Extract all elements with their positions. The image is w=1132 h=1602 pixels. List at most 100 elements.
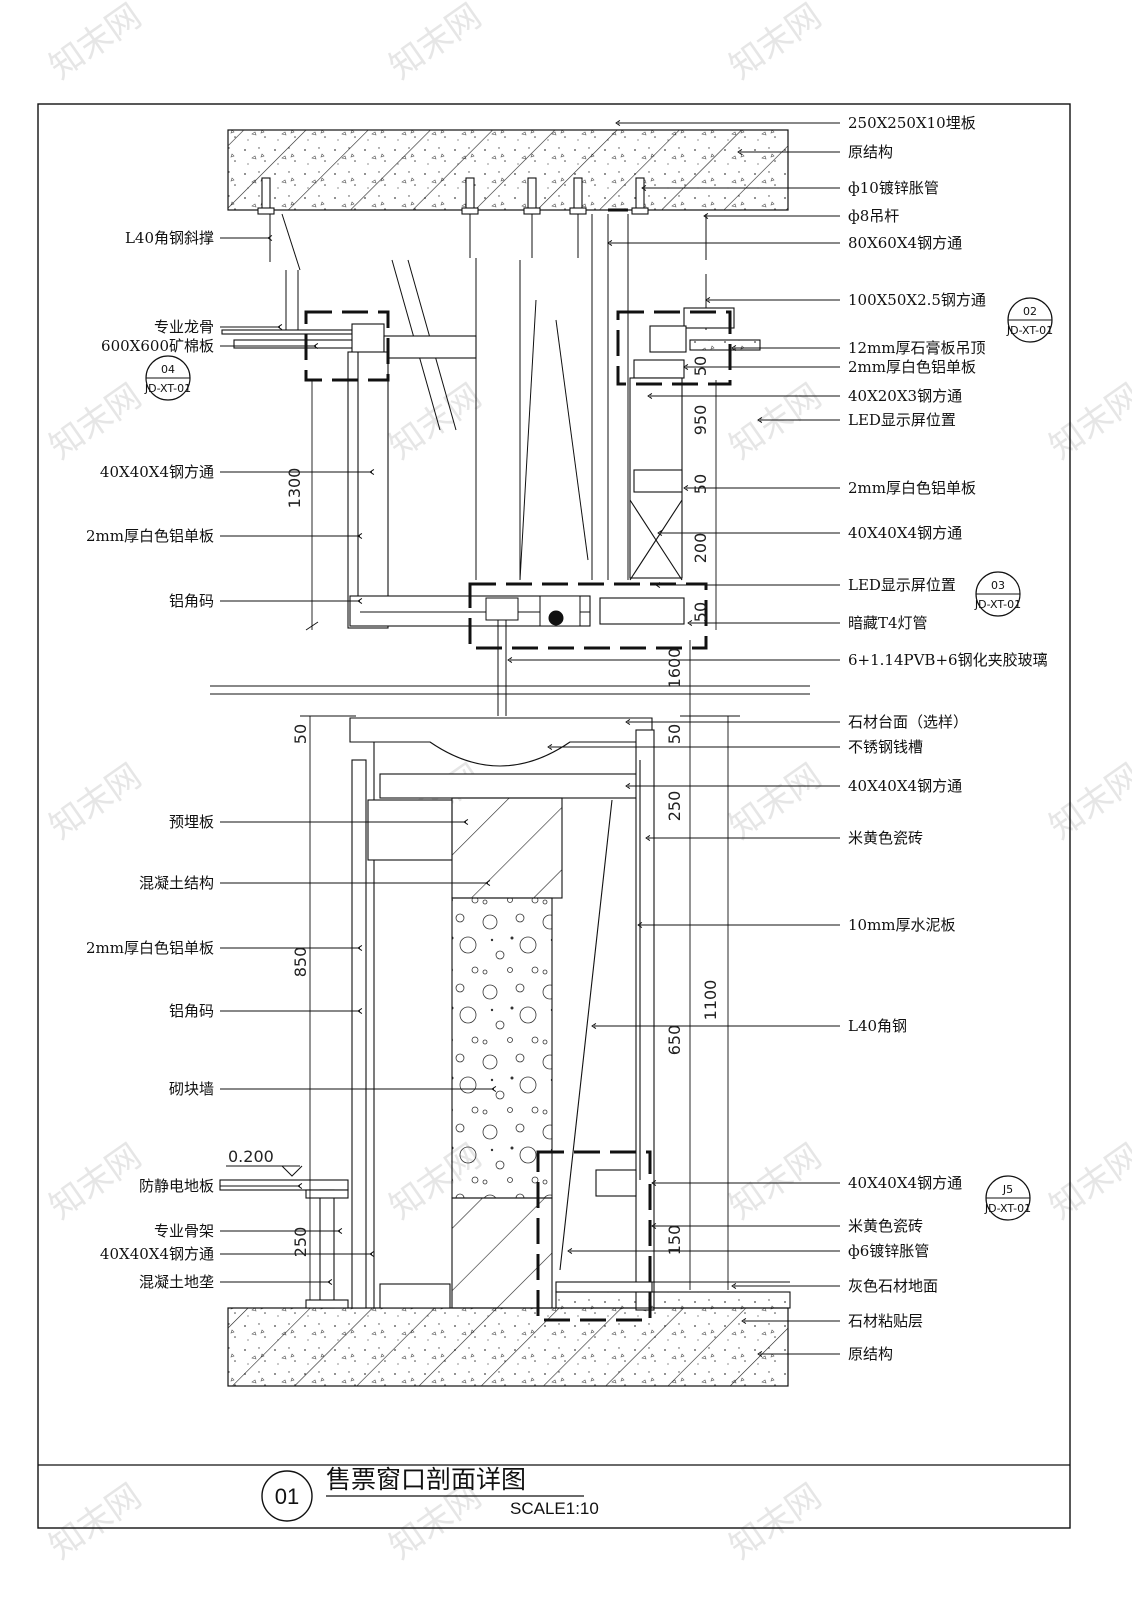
- label-right: LED显示屏位置: [848, 576, 956, 594]
- label-left: 混凝土结构: [139, 874, 214, 892]
- label-left: 40X40X4钢方通: [100, 1245, 214, 1263]
- watermark-text: 知末网: [1042, 376, 1132, 467]
- dimension-text: 200: [691, 533, 710, 564]
- label-left: 砌块墙: [169, 1080, 214, 1098]
- sheet-border: [37, 103, 1071, 1529]
- label-right: 100X50X2.5钢方通: [848, 291, 986, 309]
- detail-tag-number: 03: [991, 579, 1005, 592]
- label-left: 2mm厚白色铝单板: [86, 527, 214, 545]
- label-left: 预埋板: [169, 813, 214, 831]
- drawing-number: 01: [275, 1484, 299, 1509]
- label-left: 铝角码: [169, 1002, 214, 1020]
- watermark-text: 知末网: [722, 756, 828, 847]
- dimension-text: 50: [665, 724, 684, 744]
- watermark-text: 知末网: [722, 376, 828, 467]
- dimension-text: 1100: [701, 980, 720, 1021]
- detail-tag-ref: JD-XT-01: [1006, 324, 1053, 337]
- label-right: 暗藏T4灯管: [848, 614, 928, 632]
- label-right: 不锈钢钱槽: [848, 738, 923, 756]
- top-slab: [227, 129, 789, 211]
- title-block: 01 售票窗口剖面详图 SCALE1:10: [261, 1465, 599, 1522]
- watermark-text: 知末网: [1042, 756, 1132, 847]
- label-right: 10mm厚水泥板: [848, 916, 956, 934]
- detail-tag-number: J5: [1002, 1183, 1013, 1196]
- label-right: 40X40X4钢方通: [848, 777, 962, 795]
- watermark-text: 知末网: [382, 0, 488, 87]
- label-left: 专业龙骨: [154, 318, 214, 336]
- dimension-text: 250: [665, 791, 684, 822]
- dimension-text: 50: [291, 724, 310, 744]
- drawing-scale: SCALE1:10: [510, 1499, 599, 1518]
- level-mark: [226, 1165, 303, 1177]
- label-right: 米黄色瓷砖: [848, 1217, 923, 1235]
- label-left: 600X600矿棉板: [101, 337, 214, 355]
- dimension-text: 250: [291, 1227, 310, 1258]
- label-right: 12mm厚石膏板吊顶: [848, 339, 986, 357]
- label-right: ф8吊杆: [848, 207, 899, 225]
- ceiling-left: [221, 323, 591, 629]
- label-right: 6+1.14PVB+6钢化夹胶玻璃: [848, 651, 1048, 669]
- label-right: 40X20X3钢方通: [848, 387, 962, 405]
- watermark-text: 知末网: [1042, 1136, 1132, 1227]
- label-right: ф6镀锌胀管: [848, 1242, 929, 1260]
- watermark-text: 知末网: [382, 376, 488, 467]
- dimension-text: 50: [691, 356, 710, 376]
- label-right: 石材台面（选样）: [848, 713, 968, 731]
- label-left: 专业骨架: [154, 1222, 214, 1240]
- dimension-text: 1300: [285, 468, 304, 509]
- label-left: L40角钢斜撑: [125, 229, 214, 247]
- drawing-number-circle: [261, 1470, 313, 1522]
- right-labels: 250X250X10埋板原结构ф10镀锌胀管ф8吊杆80X60X4钢方通100X…: [848, 114, 1048, 1363]
- detail-tag-number: 04: [161, 363, 175, 376]
- dimension-text: 50: [691, 602, 710, 622]
- label-right: 石材粘贴层: [848, 1312, 923, 1330]
- label-left: 混凝土地垄: [139, 1273, 214, 1291]
- label-right: 80X60X4钢方通: [848, 234, 962, 252]
- watermark-text: 知末网: [42, 756, 148, 847]
- dimension-text: 650: [665, 1025, 684, 1056]
- watermark-text: 知末网: [722, 0, 828, 87]
- label-left: 40X40X4钢方通: [100, 463, 214, 481]
- dimension-text: 150: [665, 1225, 684, 1256]
- label-left: 铝角码: [169, 592, 214, 610]
- label-right: 2mm厚白色铝单板: [848, 479, 976, 497]
- label-left: 2mm厚白色铝单板: [86, 939, 214, 957]
- detail-tag-ref: JD-XT-01: [974, 598, 1021, 611]
- watermark-text: 知末网: [42, 1136, 148, 1227]
- watermark-text: 知末网: [722, 1136, 828, 1227]
- level-value: 0.200: [228, 1147, 274, 1166]
- label-right: 米黄色瓷砖: [848, 829, 923, 847]
- watermark-text: 知末网: [42, 1476, 148, 1567]
- label-right: ф10镀锌胀管: [848, 179, 939, 197]
- dimension-text: 50: [691, 474, 710, 494]
- ceiling-right: [599, 307, 761, 625]
- watermark-text: 知末网: [42, 0, 148, 87]
- label-right: 灰色石材地面: [848, 1277, 938, 1295]
- detail-tag-number: 02: [1023, 305, 1037, 318]
- leader-lines: [220, 120, 840, 1357]
- stone-floor: [555, 1281, 791, 1309]
- dimension-text: 1600: [665, 648, 684, 689]
- watermark-text: 知末网: [42, 376, 148, 467]
- dimension-lines: [300, 380, 740, 1300]
- glass-panel: [485, 595, 581, 716]
- label-right: 2mm厚白色铝单板: [848, 358, 976, 376]
- label-right: LED显示屏位置: [848, 411, 956, 429]
- detail-tag-ref: JD-XT-01: [144, 382, 191, 395]
- break-line: [210, 685, 810, 695]
- ceiling-anchors: [257, 177, 649, 215]
- bottom-slab: [227, 1307, 789, 1387]
- label-right: 40X40X4钢方通: [848, 1174, 962, 1192]
- label-right: 40X40X4钢方通: [848, 524, 962, 542]
- label-right: L40角钢: [848, 1017, 907, 1035]
- label-right: 原结构: [848, 143, 893, 161]
- dimension-text: 850: [291, 947, 310, 978]
